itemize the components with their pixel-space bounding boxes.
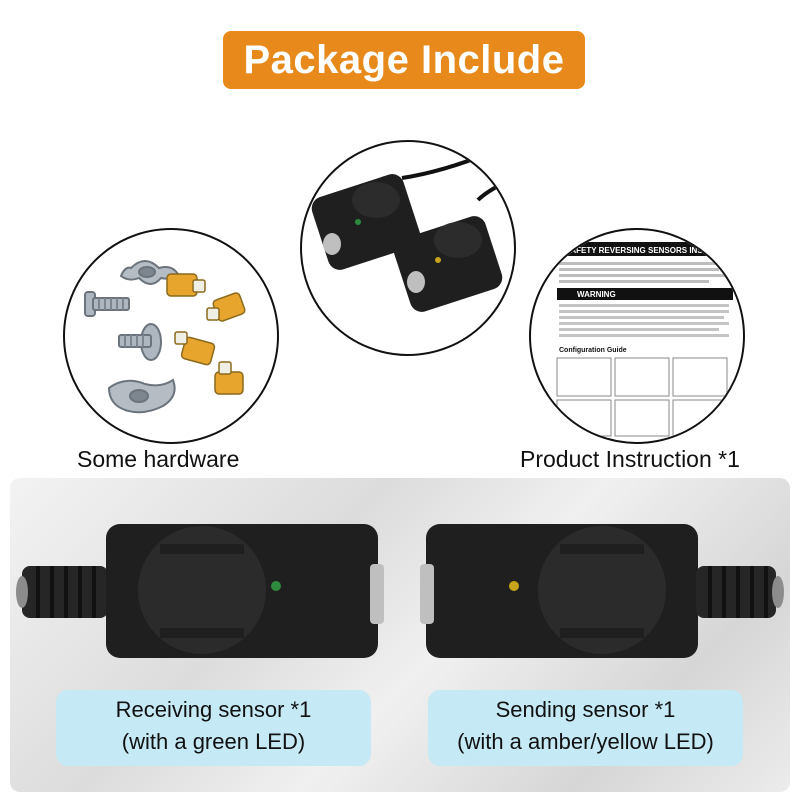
- bolt-icon: [118, 323, 162, 361]
- receiving-sensor-label: Receiving sensor *1 (with a green LED): [56, 690, 371, 766]
- sending-sensor-note: (with a amber/yellow LED): [457, 729, 714, 754]
- hardware-image: [63, 228, 279, 444]
- sensor-unit-icon: [393, 216, 503, 312]
- wire-connector-icon: [214, 361, 244, 395]
- sending-sensor-title: Sending sensor *1: [495, 697, 676, 722]
- manual-warning: WARNING: [577, 290, 616, 299]
- title-badge: Package Include: [223, 31, 585, 89]
- wire-connector-icon: [166, 273, 206, 297]
- receiving-sensor-title: Receiving sensor *1: [115, 697, 312, 722]
- hardware-illustration: [84, 260, 246, 414]
- page-title: Package Include: [243, 37, 565, 82]
- wire-connector-icon: [174, 331, 216, 366]
- sending-sensor-label: Sending sensor *1 (with a amber/yellow L…: [428, 690, 743, 766]
- sensor-cable: [476, 176, 514, 202]
- manual-illustration: SAFETY REVERSING SENSORS INSTALLATION WA…: [549, 238, 743, 438]
- sensors-image: [300, 140, 516, 356]
- sending-sensor-icon: [420, 524, 784, 658]
- wing-nut-icon: [107, 378, 176, 414]
- sensor-unit-icon: [311, 174, 421, 270]
- caption-hardware: Some hardware: [77, 446, 240, 472]
- receiving-sensor-note: (with a green LED): [121, 729, 306, 754]
- sensors-illustration: [311, 150, 514, 312]
- manual-section: Configuration Guide: [559, 347, 627, 354]
- bolt-icon: [84, 291, 130, 317]
- manual-doc-title: SAFETY REVERSING SENSORS INSTALLATION: [565, 246, 743, 255]
- caption-manual: Product Instruction *1: [520, 446, 740, 472]
- product-sensors-illustration: [16, 524, 784, 658]
- manual-image: SAFETY REVERSING SENSORS INSTALLATION WA…: [529, 228, 745, 444]
- wing-nut-icon: [119, 260, 181, 285]
- sensor-cable: [401, 150, 493, 180]
- wire-connector-icon: [206, 292, 246, 322]
- receiving-sensor-icon: [16, 524, 384, 658]
